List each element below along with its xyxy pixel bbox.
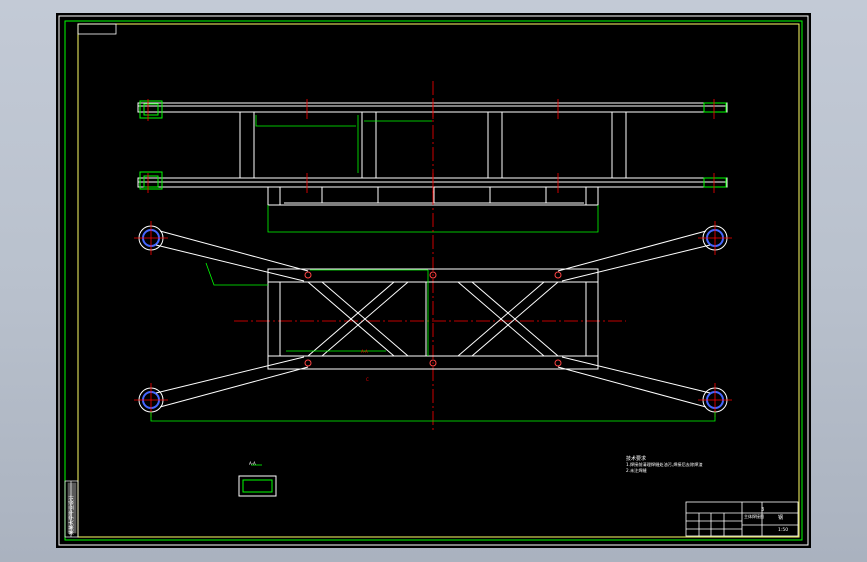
annotation-labels: A-A C A-A [249,349,369,466]
bottom-view-dimensions [150,262,716,422]
top-view-centerlines [147,81,715,433]
tech-req-line1: 1.焊接前清理焊缝处油污,焊接后去除焊渣 [626,461,703,468]
title-block-material: 钢 [778,514,783,521]
truss-pins [304,271,562,367]
title-block-top-label: 3 [761,507,764,513]
sheet-frame [58,15,809,546]
title-block-name: 主体焊接图 [744,513,764,519]
detail-section [238,464,277,497]
central-truss [267,268,599,370]
title-block [685,501,799,537]
pivot-centerlines [134,221,732,417]
technical-requirements: 技术要求 1.焊接前清理焊缝处油污,焊接后去除焊渣 2.未注焊缝 [626,455,703,474]
top-beam-lower [137,171,728,190]
frame-posts [239,111,627,179]
side-strip [64,480,79,538]
tech-req-line2: 2.未注焊缝 [626,467,648,474]
title-block-text: 3 钢 1:50 主体焊接图 [744,507,788,533]
top-beam-upper [137,100,728,119]
scissor-arms [155,230,711,408]
drawing-canvas: 技术要求 1.焊接前清理焊缝处油污,焊接后去除焊渣 2.未注焊缝 3 钢 [58,15,809,546]
tech-req-title: 技术要求 [626,455,646,462]
center-mark: C [366,377,369,382]
side-strip-text: 某某大学毕业设计 [68,495,75,535]
detail-label: A-A [249,461,256,466]
drawing-sheet: 技术要求 1.焊接前清理焊缝处油污,焊接后去除焊渣 2.未注焊缝 3 钢 [56,13,811,548]
title-block-scale: 1:50 [778,527,788,533]
section-label: A-A [361,349,368,354]
